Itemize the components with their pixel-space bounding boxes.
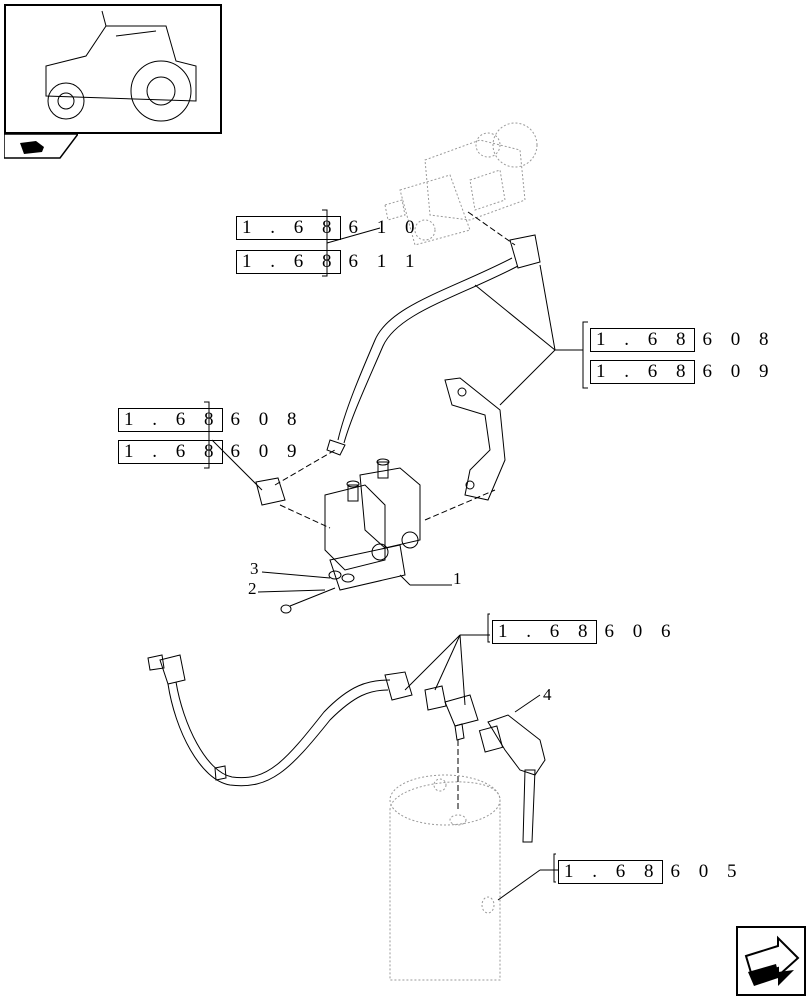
air-tank-ghost [389,774,501,981]
ref-box[interactable]: 1 . 6 8 [236,216,341,240]
ref-box[interactable]: 1 . 6 8 [118,440,223,464]
ref-box[interactable]: 1 . 6 8 [590,360,695,384]
section-tab[interactable] [3,133,80,160]
ref-box[interactable]: 1 . 6 8 [590,328,695,352]
pipe-lower [167,683,389,787]
section-tab-icon [3,133,80,159]
callout-2: 2 [248,579,257,598]
ref-box[interactable]: 1 . 6 8 [492,620,597,644]
next-page-button[interactable] [736,926,806,996]
tractor-thumbnail [4,4,222,134]
fitting-hose-end [159,654,186,685]
ref-box[interactable]: 1 . 6 8 [236,250,341,274]
brake-valve-ghost [384,122,538,246]
fitting-top [509,234,541,269]
callout-1: 1 [453,569,462,588]
ref-box[interactable]: 1 . 6 8 [558,860,663,884]
next-page-arrow-icon [744,935,800,986]
callout-3: 3 [250,559,259,578]
solenoid-valve-block [324,458,421,591]
tractor-thumbnail-icon [45,10,197,122]
ref-box[interactable]: 1 . 6 8 [118,408,223,432]
sensor-connector [478,714,546,843]
fitting-left [255,477,286,506]
mounting-bracket [444,377,506,501]
pipe-upper [337,257,513,441]
callout-4: 4 [543,685,552,704]
